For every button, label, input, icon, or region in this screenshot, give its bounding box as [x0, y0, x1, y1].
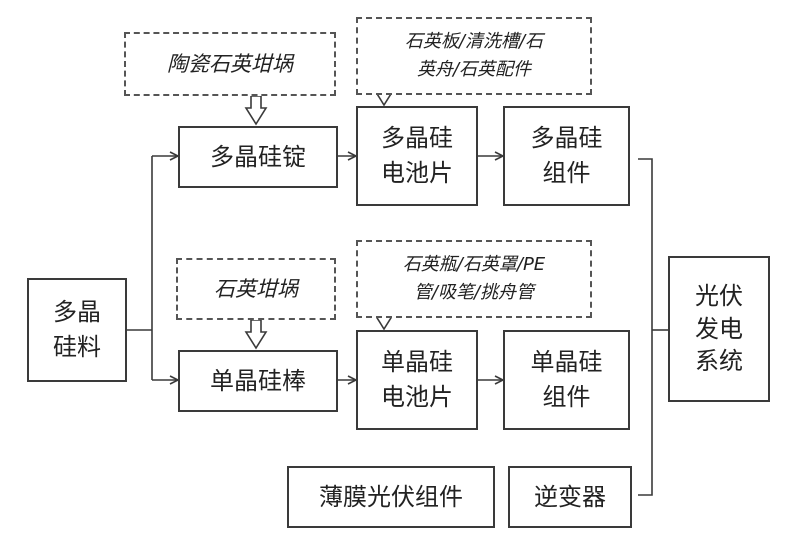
node-ceramic-quartz-crucible: 陶瓷石英坩埚: [124, 32, 336, 96]
node-mono-cell: 单晶硅 电池片: [356, 330, 478, 430]
node-mono-module: 单晶硅 组件: [503, 330, 630, 430]
node-quartz-parts-multi: 石英板/清洗槽/石 英舟/石英配件: [356, 17, 592, 95]
node-inverter: 逆变器: [508, 466, 632, 528]
node-multi-cell: 多晶硅 电池片: [356, 106, 478, 206]
hollow-arrow-crucible-to-ingot: [244, 95, 268, 126]
node-multi-ingot: 多晶硅锭: [178, 126, 338, 188]
node-thin-film-module: 薄膜光伏组件: [287, 466, 495, 528]
node-multi-module: 多晶硅 组件: [503, 106, 630, 206]
hollow-arrow-crucible-to-rod: [244, 319, 268, 350]
node-mono-rod: 单晶硅棒: [178, 350, 338, 412]
node-polysilicon-feedstock: 多晶 硅料: [27, 278, 127, 382]
node-quartz-parts-mono: 石英瓶/石英罩/PE 管/吸笔/挑舟管: [356, 240, 592, 318]
system-bracket: [638, 158, 653, 496]
node-quartz-crucible: 石英坩埚: [176, 258, 336, 320]
node-pv-system: 光伏 发电 系统: [668, 256, 770, 402]
